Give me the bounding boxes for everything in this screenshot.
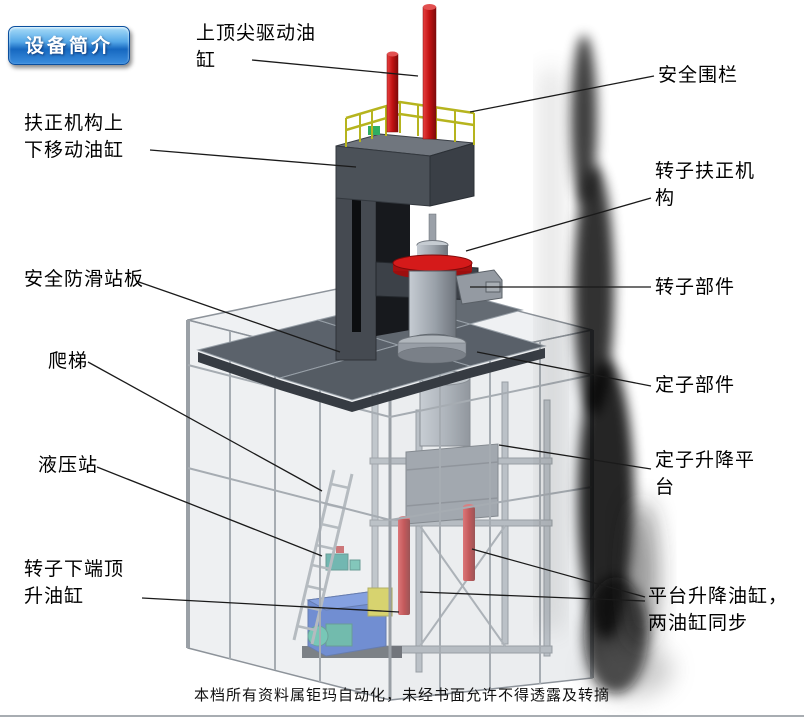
callout-lines <box>87 59 655 613</box>
callout-line-safety-fence <box>469 75 655 113</box>
callout-label-platform-lift-cylinders: 平台升降油缸， 两油缸同步 <box>648 586 789 634</box>
callout-label-antislip-board: 安全防滑站板 <box>24 269 145 290</box>
top-drive-cylinder-group <box>386 4 437 140</box>
callout-line-rotor-bottom-jack <box>141 597 400 613</box>
callout-label-ladder: 爬梯 <box>48 351 89 372</box>
footer-confidentiality-note: 本档所有资料属钜玛自动化，未经书面允许不得透露及转摘 <box>193 687 610 704</box>
callout-label-safety-fence: 安全围栏 <box>658 65 739 86</box>
callout-line-centering-updown-cylinder <box>149 149 357 168</box>
callout-label-centering-updown-cylinder: 扶正机构上 下移动油缸 <box>24 113 125 161</box>
callout-label-rotor-bottom-jack: 转子下端顶 升油缸 <box>24 559 125 607</box>
callout-label-top-drive-cylinder: 上顶尖驱动油 缸 <box>196 23 317 71</box>
callout-line-top-drive-cylinder <box>251 59 419 77</box>
callout-line-platform-cylinder-a <box>471 548 646 598</box>
safety-cage <box>186 319 594 701</box>
callout-line-rotor-centering <box>465 197 652 252</box>
ink-smudge <box>543 35 672 696</box>
callout-line-ladder <box>87 361 323 492</box>
platform-lift-cylinders-group <box>398 504 475 615</box>
callout-label-rotor-part: 转子部件 <box>655 277 736 298</box>
callout-label-stator-lift-platform: 定子升降平 台 <box>655 450 756 498</box>
callout-label-hydraulic-station: 液压站 <box>38 455 99 476</box>
safety-fence-structure <box>345 100 475 147</box>
callout-line-platform-cylinder-b <box>419 591 646 602</box>
callout-line-stator-lift-platform <box>498 444 652 470</box>
callout-label-rotor-centering: 转子扶正机 构 <box>655 161 756 209</box>
page-title-badge: 设备简介 <box>8 26 131 65</box>
callout-line-stator-part <box>476 351 652 387</box>
callout-line-antislip-board <box>135 280 341 353</box>
callout-label-stator-part: 定子部件 <box>655 375 736 396</box>
callout-line-hydraulic-station <box>96 466 323 557</box>
